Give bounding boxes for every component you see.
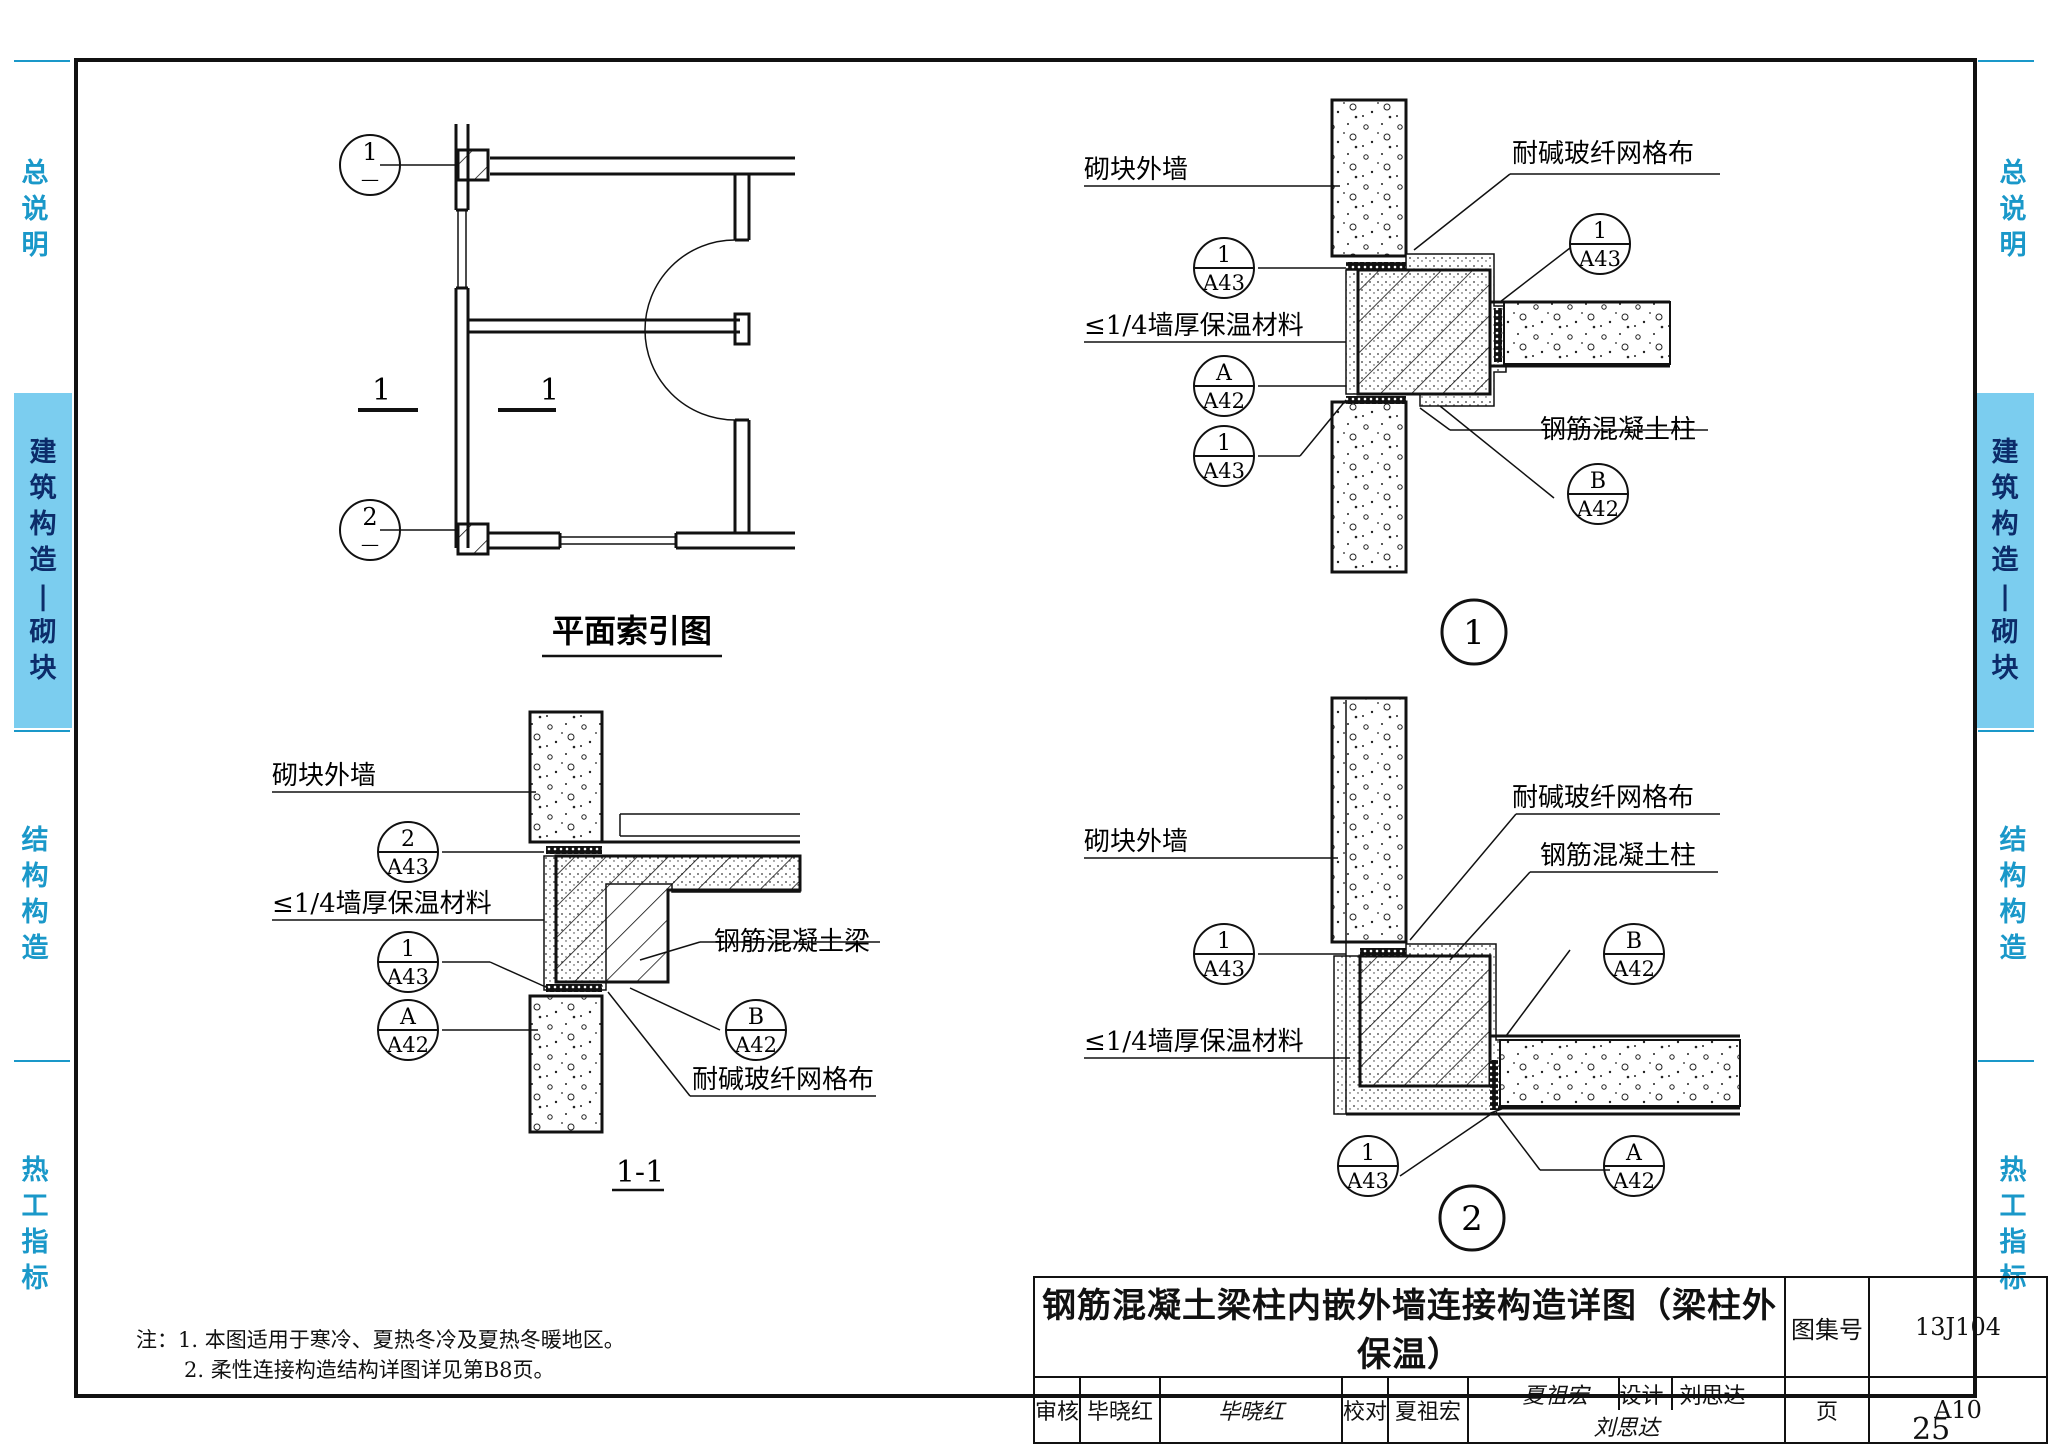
review-label: 审核 [1033, 1376, 1081, 1444]
plan-marker-2-dash: — [361, 534, 379, 555]
checker-signature: 夏祖宏 [1522, 1384, 1589, 1409]
d1-ref-right-1: 1 [1593, 219, 1607, 244]
atlas-value: 13J104 [1868, 1276, 2048, 1378]
plan-marker-2: 2 [362, 503, 377, 531]
side-tab-structure-right[interactable]: 结 构 构 造 [1999, 825, 2027, 964]
s11-title: 1-1 [616, 1155, 664, 1190]
d1-ref-top-a43: A43 [1202, 271, 1245, 295]
d2-ref-low-a43: A43 [1346, 1169, 1389, 1193]
d1-ref-low-a43: A43 [1202, 459, 1245, 483]
d1-label-wall: 砌块外墙 [1084, 155, 1188, 185]
s11-ref-a-bottom: A42 [386, 1033, 429, 1057]
d2-ref-b-a42: A42 [1612, 957, 1655, 981]
d1-ref-top-1: 1 [1217, 243, 1231, 268]
d2-label-wall: 砌块外墙 [1084, 827, 1188, 857]
title-block: 钢筋混凝土梁柱内嵌外墙连接构造详图（梁柱外保温） 图集号 13J104 审核 毕… [1033, 1276, 2048, 1444]
section-mark-left: 1 [372, 373, 391, 408]
s11-ref-2-bottom: A43 [386, 855, 429, 879]
d2-label-column: 钢筋混凝土柱 [1540, 841, 1696, 871]
page-number: 25 [1912, 1412, 1951, 1447]
checker-name: 夏祖宏 [1387, 1376, 1469, 1444]
note-line-2: 2. 柔性连接构造结构详图详见第B8页。 [184, 1358, 555, 1382]
note-line-1: 注：1. 本图适用于寒冷、夏热冬冷及夏热冬暖地区。 [136, 1328, 625, 1352]
s11-ref-1-top: 1 [401, 937, 415, 962]
d1-label-insulation: ≤1/4墙厚保温材料 [1084, 311, 1304, 341]
d1-ref-a: A [1215, 361, 1233, 386]
atlas-label: 图集号 [1784, 1276, 1870, 1378]
d2-number: 2 [1461, 1199, 1483, 1239]
designer-name: 刘思达 [1670, 1378, 1753, 1410]
detail-2 [1084, 696, 1741, 1252]
d1-ref-low-1: 1 [1217, 431, 1231, 456]
reviewer-name: 毕晓红 [1079, 1376, 1161, 1444]
check-label: 校对 [1341, 1376, 1389, 1444]
d1-ref-b: B [1590, 469, 1606, 494]
s11-label-mesh: 耐碱玻纤网格布 [692, 1065, 874, 1095]
d2-ref-low-1: 1 [1361, 1141, 1375, 1166]
d2-ref-a-a42: A42 [1612, 1169, 1655, 1193]
s11-label-beam: 钢筋混凝土梁 [714, 927, 870, 957]
side-tab-structure[interactable]: 结 构 构 造 [21, 825, 49, 964]
d2-label-insulation: ≤1/4墙厚保温材料 [1084, 1027, 1304, 1057]
page-label: 页 [1784, 1376, 1870, 1444]
reviewer-signature: 毕晓红 [1159, 1376, 1343, 1444]
d1-number: 1 [1463, 613, 1485, 653]
s11-ref-2-top: 2 [401, 827, 415, 852]
d1-ref-right-a43: A43 [1578, 247, 1621, 271]
side-tab-general-right[interactable]: 总 说 明 [1999, 158, 2027, 261]
side-tab-architecture-block[interactable]: 建 筑 构 造 | 砌 块 [14, 393, 72, 728]
drawing-frame [74, 58, 1977, 1398]
side-tab-thermal[interactable]: 热 工 指 标 [21, 1155, 49, 1294]
d1-ref-b-a42: A42 [1576, 497, 1619, 521]
s11-ref-a-top: A [399, 1005, 417, 1030]
s11-ref-1-bottom: A43 [386, 965, 429, 989]
designer-signature: 刘思达 [1593, 1416, 1660, 1441]
d1-ref-a42: A42 [1202, 389, 1245, 413]
d1-label-column: 钢筋混凝土柱 [1540, 415, 1696, 445]
section-mark-right: 1 [540, 373, 559, 408]
d2-ref-b: B [1626, 929, 1642, 954]
side-tab-architecture-block-right[interactable]: 建 筑 构 造 | 砌 块 [1976, 393, 2034, 728]
plan-marker-1-dash: — [361, 169, 379, 190]
side-tab-general[interactable]: 总 说 明 [21, 158, 49, 261]
d2-ref-1-a43: A43 [1202, 957, 1245, 981]
drawing-title: 钢筋混凝土梁柱内嵌外墙连接构造详图（梁柱外保温） [1033, 1276, 1786, 1378]
plan-marker-1: 1 [362, 138, 377, 166]
s11-label-insulation: ≤1/4墙厚保温材料 [272, 889, 492, 919]
plan-title: 平面索引图 [552, 612, 712, 650]
detail-1 [1084, 98, 1720, 666]
page-value: A10 [1868, 1376, 2048, 1444]
design-label: 设计 [1617, 1378, 1664, 1410]
d2-label-mesh: 耐碱玻纤网格布 [1512, 783, 1694, 813]
d2-ref-a: A [1625, 1141, 1643, 1166]
designer-cell: 夏祖宏 设计 刘思达 刘思达 [1467, 1376, 1786, 1444]
section-1-1 [272, 710, 880, 1192]
d1-label-mesh: 耐碱玻纤网格布 [1512, 139, 1694, 169]
s11-ref-b-top: B [748, 1005, 764, 1030]
plan-index [339, 124, 795, 658]
s11-label-wall: 砌块外墙 [272, 761, 376, 791]
d2-ref-1: 1 [1217, 929, 1231, 954]
s11-ref-b-bottom: A42 [734, 1033, 777, 1057]
